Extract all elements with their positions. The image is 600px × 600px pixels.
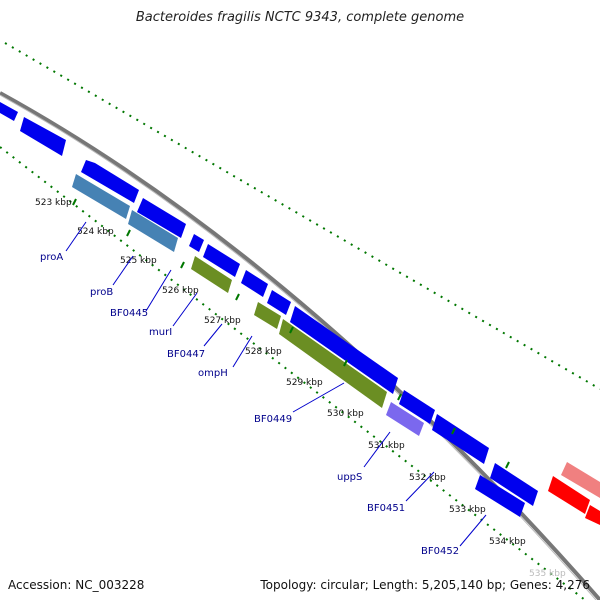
gene-label-BF0445: BF0445 — [110, 308, 148, 319]
inner-tick-track — [0, 146, 586, 600]
cds-feature — [203, 244, 240, 277]
cds-feature — [490, 463, 538, 506]
cds-feature — [20, 117, 66, 156]
gene-label-murI: murI — [149, 327, 172, 338]
tick-label: 533 kbp — [449, 505, 486, 515]
rna-feature — [548, 476, 590, 514]
tick-label: 531 kbp — [368, 441, 405, 451]
tick-label: 527 kbp — [204, 316, 241, 326]
rna-feature — [561, 462, 600, 498]
cds-feature — [267, 290, 291, 315]
gene-feature-BF0447 — [254, 302, 281, 329]
gene-label-BF0451: BF0451 — [367, 503, 405, 514]
cds-feature — [189, 234, 204, 252]
gene-label-BF0449: BF0449 — [254, 414, 292, 425]
gene-label-ompH: ompH — [198, 368, 228, 379]
cds-feature — [241, 270, 268, 297]
rna-feature — [585, 505, 600, 525]
cds-feature — [475, 475, 525, 517]
gene-feature-proA — [72, 174, 130, 219]
gene-label-BF0447: BF0447 — [167, 349, 205, 360]
cds-feature — [137, 198, 186, 238]
tick-label: 535 kbp — [529, 569, 566, 579]
gene-feature-uppS — [386, 402, 424, 436]
gene-label-proA: proA — [40, 252, 63, 263]
cds-feature — [399, 390, 435, 424]
tick-label: 524 kbp — [77, 227, 114, 237]
map-title: Bacteroides fragilis NCTC 9343, complete… — [135, 10, 465, 25]
outer-tick-track — [4, 42, 600, 390]
tick-label: 523 kbp — [35, 198, 72, 208]
cds-track — [0, 102, 538, 517]
cds-feature — [0, 102, 18, 121]
cds-feature — [432, 414, 489, 464]
cds-feature — [81, 160, 139, 203]
tick-label: 532 kbp — [409, 473, 446, 483]
accession-label: Accession: NC_003228 — [8, 578, 145, 592]
gene-feature-ompH — [279, 319, 387, 408]
tick-label: 534 kbp — [489, 537, 526, 547]
tick-label: 528 kbp — [245, 347, 282, 357]
label-leaders — [65, 221, 487, 547]
gene-label-BF0452: BF0452 — [421, 546, 459, 557]
tick-marks — [72, 198, 510, 469]
gene-label-proB: proB — [90, 287, 113, 298]
tick-label: 525 kbp — [120, 256, 157, 266]
gene-feature-murI — [191, 256, 232, 293]
gene-feature-proB — [128, 210, 178, 252]
tick-label: 529 kbp — [286, 378, 323, 388]
tick-label: 530 kbp — [327, 409, 364, 419]
topology-label: Topology: circular; Length: 5,205,140 bp… — [260, 578, 590, 592]
tick-label: 526 kbp — [162, 286, 199, 296]
cds-feature — [290, 306, 398, 394]
gene-label-uppS: uppS — [337, 472, 362, 483]
